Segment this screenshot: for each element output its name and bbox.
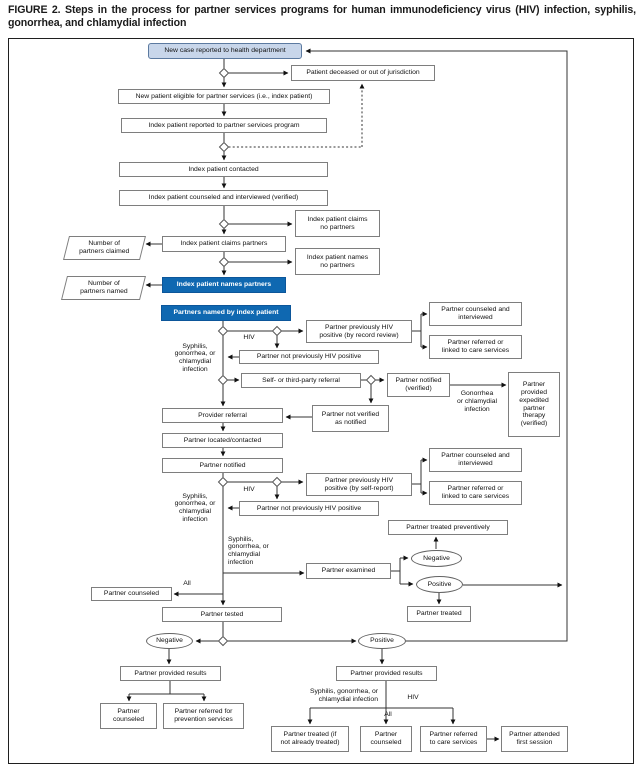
- node-partners-named-by-index: Partners named by index patient: [161, 305, 291, 321]
- figure-title: FIGURE 2. Steps in the process for partn…: [8, 4, 636, 30]
- node-provider-referral: Provider referral: [162, 408, 283, 423]
- node-partner-located: Partner located/contacted: [162, 433, 283, 448]
- node-partner-notified-verified: Partner notified (verified): [387, 373, 450, 397]
- label-all-branch-2: All: [384, 710, 392, 718]
- node-partner-notified: Partner notified: [162, 458, 283, 473]
- label-hiv-branch-3: HIV: [407, 693, 419, 701]
- node-exam-positive: Positive: [416, 576, 463, 593]
- figure-frame: [8, 38, 634, 764]
- node-test-positive: Positive: [358, 633, 406, 649]
- node-partner-referred-care-2: Partner referred or linked to care servi…: [429, 481, 522, 505]
- node-partner-counseled-negative: Partner counseled: [100, 703, 157, 729]
- node-exam-negative: Negative: [411, 550, 462, 567]
- node-treated-preventively: Partner treated preventively: [388, 520, 508, 535]
- label-hiv-branch-1: HIV: [243, 333, 255, 341]
- node-number-partners-claimed: Number of partners claimed: [63, 236, 146, 260]
- node-prev-hiv-positive-record: Partner previously HIV positive (by reco…: [306, 320, 412, 343]
- node-prev-hiv-positive-self-report: Partner previously HIV positive (by self…: [306, 473, 412, 496]
- node-partner-examined: Partner examined: [306, 563, 391, 579]
- node-names-partners: Index patient names partners: [162, 277, 286, 293]
- label-hiv-branch-2: HIV: [243, 485, 255, 493]
- node-new-case: New case reported to health department: [148, 43, 302, 59]
- node-partner-counseled-positive: Partner counseled: [360, 726, 412, 752]
- label-syphilis-branch-2: Syphilis, gonorrhea, or chlamydial infec…: [174, 492, 216, 523]
- node-partner-referred-care-1: Partner referred or linked to care servi…: [429, 335, 522, 359]
- node-not-verified-as-notified: Partner not verified as notified: [312, 405, 389, 432]
- node-patient-deceased: Patient deceased or out of jurisdiction: [291, 65, 435, 81]
- decision-diamonds: [217, 67, 377, 647]
- node-partner-counseled-all: Partner counseled: [91, 587, 172, 601]
- node-test-negative: Negative: [146, 633, 193, 649]
- label-syphilis-branch-3: Syphilis, gonorrhea, or chlamydial infec…: [228, 535, 269, 566]
- node-referred-prevention-services: Partner referred for prevention services: [163, 703, 244, 729]
- node-attended-first-session: Partner attended first session: [501, 726, 568, 752]
- node-expedited-partner-therapy: Partner provided expedited partner thera…: [508, 372, 560, 437]
- node-not-prev-hiv-positive-2: Partner not previously HIV positive: [239, 501, 379, 516]
- node-names-no-partners: Index patient names no partners: [295, 248, 380, 275]
- node-treated-if-not-already: Partner treated (if not already treated): [271, 726, 349, 752]
- solid-connectors: [126, 48, 568, 742]
- node-partner-treated: Partner treated: [407, 606, 471, 622]
- node-number-partners-named: Number of partners named: [61, 276, 146, 300]
- node-self-third-party-referral: Self- or third-party referral: [241, 373, 361, 388]
- label-gonorrhea-chlamydia: Gonorrhea or chlamydial infection: [456, 390, 498, 413]
- node-referred-to-care-services: Partner referred to care services: [420, 726, 487, 752]
- node-partner-counseled-interviewed-2: Partner counseled and interviewed: [429, 448, 522, 472]
- node-claims-no-partners: Index patient claims no partners: [295, 210, 380, 237]
- node-claims-partners: Index patient claims partners: [162, 236, 286, 252]
- node-provided-results-positive: Partner provided results: [336, 666, 437, 681]
- node-not-prev-hiv-positive-1: Partner not previously HIV positive: [239, 350, 379, 364]
- node-reported-to-program: Index patient reported to partner servic…: [121, 118, 327, 133]
- node-new-patient-eligible: New patient eligible for partner service…: [118, 89, 330, 104]
- label-syphilis-branch-4: Syphilis, gonorrhea, or chlamydial infec…: [309, 687, 378, 703]
- node-partner-tested: Partner tested: [162, 607, 282, 622]
- label-all-branch-1: All: [183, 579, 191, 587]
- dashed-connectors: [228, 83, 365, 148]
- label-syphilis-branch-1: Syphilis, gonorrhea, or chlamydial infec…: [174, 342, 216, 373]
- node-partner-counseled-interviewed-1: Partner counseled and interviewed: [429, 302, 522, 326]
- node-provided-results-negative: Partner provided results: [120, 666, 221, 681]
- node-index-contacted: Index patient contacted: [119, 162, 328, 177]
- node-index-counseled-interviewed: Index patient counseled and interviewed …: [119, 190, 328, 206]
